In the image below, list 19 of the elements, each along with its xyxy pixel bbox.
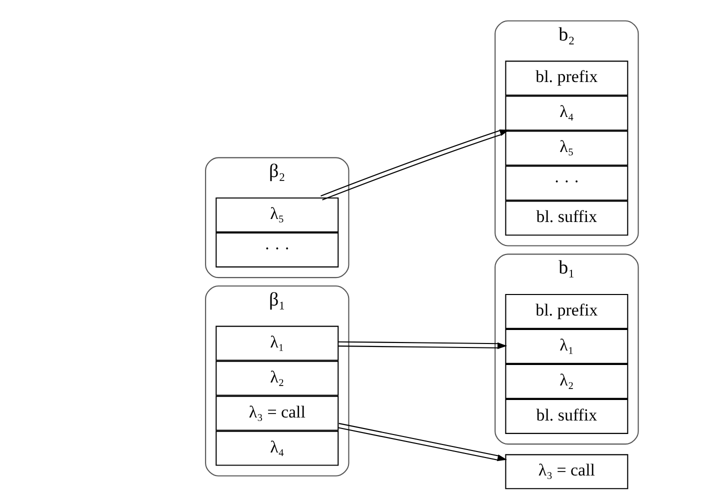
node-box: · · · xyxy=(215,232,338,268)
node-box: bl. suffix xyxy=(504,398,628,434)
node-box: bl. prefix xyxy=(504,60,628,96)
node-box: λ₄ xyxy=(215,430,338,466)
arrow xyxy=(338,341,507,350)
arrow xyxy=(337,422,507,462)
node-box: λ₃ = call xyxy=(504,454,628,490)
node-box: bl. prefix xyxy=(504,294,628,329)
node-box: λ₁ xyxy=(504,328,628,364)
node-box: λ₁ xyxy=(215,326,338,361)
node-box: λ₂ xyxy=(215,360,338,396)
node-box: λ₄ xyxy=(504,96,628,131)
node-box: bl. suffix xyxy=(504,200,628,236)
arrow xyxy=(320,129,509,200)
node-box: λ₃ = call xyxy=(215,396,338,431)
node-box: λ₂ xyxy=(504,364,628,399)
node-box: λ₅ xyxy=(215,197,338,232)
node-box: λ₅ xyxy=(504,130,628,166)
node-box: · · · xyxy=(504,166,628,201)
